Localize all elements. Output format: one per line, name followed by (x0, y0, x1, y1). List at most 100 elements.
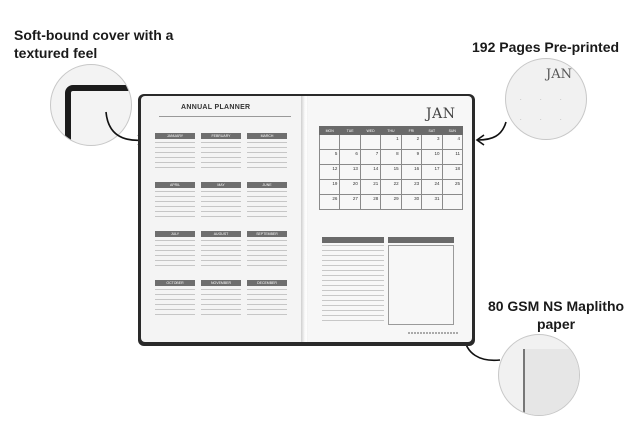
calendar-day: 5 (318, 149, 341, 165)
calendar-day: 10 (421, 149, 443, 165)
month-label: MAY (201, 182, 241, 188)
title-rule (159, 116, 291, 117)
mini-calendar (155, 142, 195, 172)
mini-calendar (201, 191, 241, 221)
calendar-day: 12 (318, 164, 341, 180)
zoom-jan-label: JAN (546, 67, 572, 82)
weekday-label: SAT (421, 126, 443, 135)
mini-calendar (247, 240, 287, 270)
month-block: SEPTEMBER (247, 231, 287, 281)
calendar-day: 9 (400, 149, 423, 165)
paper-zoom-circle (498, 334, 580, 416)
paper-sheet (523, 349, 579, 415)
zoom-dot: · (520, 97, 522, 103)
calendar-day: 13 (339, 164, 361, 180)
calendar-day: 15 (380, 164, 402, 180)
calendar-day: 21 (359, 179, 382, 195)
calendar-day: 6 (339, 149, 361, 165)
month-label: APRIL (155, 182, 195, 188)
pages-zoom-circle: JAN · · · · · · (505, 58, 587, 140)
month-label: JULY (155, 231, 195, 237)
month-block: JULY (155, 231, 195, 281)
annual-planner-title: ANNUAL PLANNER (181, 104, 251, 111)
mini-calendar (247, 191, 287, 221)
calendar-day: 7 (359, 149, 382, 165)
mini-calendar (201, 142, 241, 172)
mini-calendar (247, 289, 287, 319)
month-block: AUGUST (201, 231, 241, 281)
month-label: DECEMBER (247, 280, 287, 286)
calendar-day: 28 (359, 194, 382, 210)
zoom-dot: · (540, 117, 542, 123)
notes-box (388, 245, 454, 325)
calendar-day: 30 (400, 194, 423, 210)
zoom-dot: · (540, 97, 542, 103)
month-label: AUGUST (201, 231, 241, 237)
calendar-day: 22 (380, 179, 402, 195)
notes-header-right (388, 237, 454, 243)
calendar-day: 26 (318, 194, 341, 210)
calendar-day: 2 (400, 134, 423, 150)
month-block: JUNE (247, 182, 287, 232)
callout-pages-text: 192 Pages Pre-printed (472, 39, 620, 55)
callout-paper-text: 80 GSM NS Maplitho paper (487, 298, 625, 332)
calendar-day: 25 (441, 179, 464, 195)
calendar-day: 4 (441, 134, 464, 150)
notes-header-left (322, 237, 384, 243)
calendar-day: 20 (339, 179, 361, 195)
calendar-day: 1 (380, 134, 402, 150)
weekday-label: TUE (339, 126, 361, 135)
planner-book: ANNUAL PLANNER JANUARY FEBRUARY MARCH APRIL… (138, 94, 475, 346)
mini-calendar (201, 240, 241, 270)
month-label: OCTOBER (155, 280, 195, 286)
weekday-label: WED (359, 126, 382, 135)
month-label: MARCH (247, 133, 287, 139)
month-block: APRIL (155, 182, 195, 232)
mini-calendar (155, 289, 195, 319)
calendar-day: 17 (421, 164, 443, 180)
zoom-dot: · (520, 117, 522, 123)
calendar-day: 11 (441, 149, 464, 165)
annual-planner-page: ANNUAL PLANNER JANUARY FEBRUARY MARCH APRIL… (141, 96, 303, 342)
month-block: DECEMBER (247, 280, 287, 330)
month-block: MAY (201, 182, 241, 232)
calendar-day (318, 134, 341, 150)
calendar-day (441, 194, 464, 210)
cover-zoom-circle (50, 64, 132, 146)
calendar-day: 23 (400, 179, 423, 195)
zoom-dot: · (560, 97, 562, 103)
calendar-day: 24 (421, 179, 443, 195)
calendar-day: 27 (339, 194, 361, 210)
weekday-label: FRI (400, 126, 423, 135)
mini-calendar (155, 240, 195, 270)
month-block: OCTOBER (155, 280, 195, 330)
month-block: JANUARY (155, 133, 195, 183)
month-block: FEBRUARY (201, 133, 241, 183)
month-label: JANUARY (155, 133, 195, 139)
calendar-day: 29 (380, 194, 402, 210)
month-block: NOVEMBER (201, 280, 241, 330)
weekday-label: SUN (441, 126, 464, 135)
month-label: JUNE (247, 182, 287, 188)
callout-cover-text: Soft-bound cover with a textured feel (14, 27, 174, 61)
month-title: JAN (426, 106, 456, 122)
calendar-day: 3 (421, 134, 443, 150)
zoom-dot: · (560, 117, 562, 123)
month-block: MARCH (247, 133, 287, 183)
calendar-day (359, 134, 382, 150)
month-label: SEPTEMBER (247, 231, 287, 237)
book-spine (301, 96, 310, 342)
cover-edge (65, 85, 131, 145)
calendar-day (339, 134, 361, 150)
calendar-day: 18 (441, 164, 464, 180)
ruled-lines (322, 245, 384, 325)
calendar-day: 16 (400, 164, 423, 180)
